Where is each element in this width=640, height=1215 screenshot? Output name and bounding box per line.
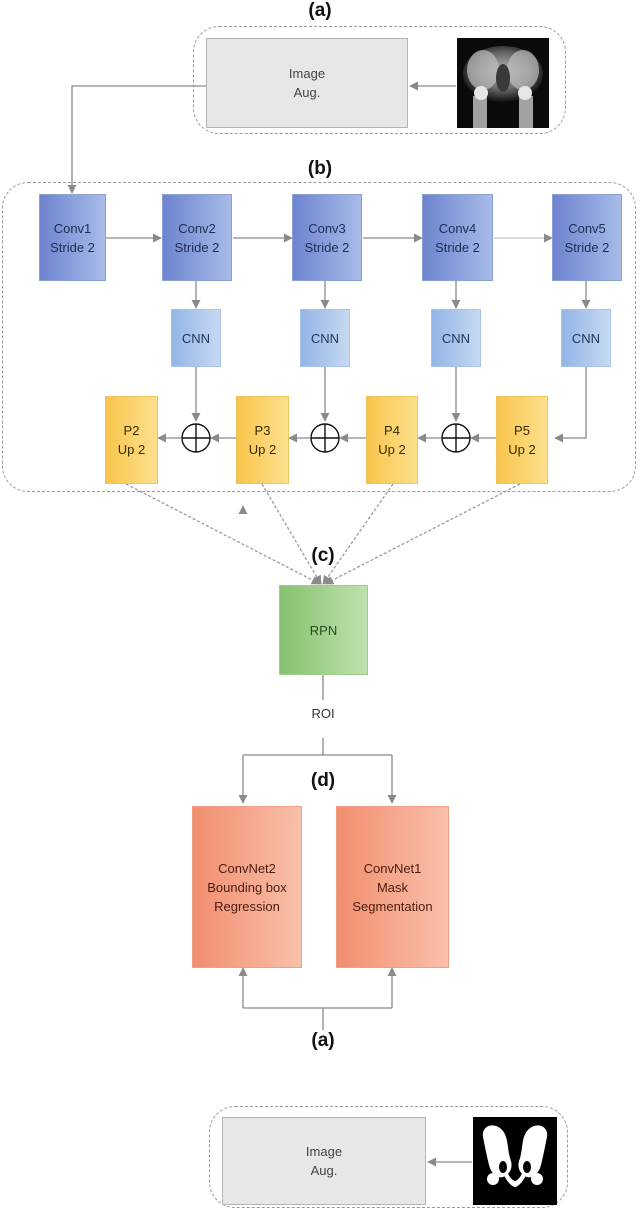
cnn-label: CNN	[441, 330, 471, 346]
cnn-label: CNN	[181, 330, 211, 346]
p4-line2: Up 2	[378, 442, 406, 457]
conv2-line1: Conv2	[178, 220, 216, 236]
conv4-block: Conv4 Stride 2	[422, 194, 493, 281]
convnet2-line3: Regression	[214, 898, 280, 914]
roi-label: ROI	[311, 706, 335, 721]
convnet2-line2: Bounding box	[207, 879, 287, 895]
p2-block: P2 Up 2	[105, 396, 158, 484]
conv5-line1: Conv5	[568, 220, 606, 236]
arrow-p2-to-rpn	[125, 483, 321, 585]
pelvis-xray-image	[457, 38, 549, 128]
pelvis-mask-image	[473, 1117, 557, 1205]
section-label-a-top: (a)	[308, 0, 332, 21]
p3-line2: Up 2	[248, 442, 277, 457]
cnn-label: CNN	[571, 330, 601, 346]
conv2-line2: Stride 2	[174, 239, 220, 255]
feature-pyramid-group	[2, 182, 636, 492]
conv3-line1: Conv3	[308, 220, 346, 236]
section-label-b: (b)	[307, 158, 333, 179]
aug-bottom-line2: Aug.	[310, 1163, 338, 1178]
cnn-block-2: CNN	[171, 309, 221, 367]
augmentation-group-bottom	[209, 1106, 568, 1208]
arrow-aug-to-conv1	[67, 85, 206, 194]
p5-block: P5 Up 2	[496, 396, 548, 484]
convnet1-line2: Mask	[376, 879, 409, 895]
cnn-block-3: CNN	[300, 309, 350, 367]
xray-icon	[457, 38, 549, 128]
p4-line1: P4	[384, 423, 400, 438]
rpn-block: RPN	[279, 585, 368, 675]
arrow-p5-to-rpn	[324, 483, 521, 585]
convnet1-line1: ConvNet1	[363, 860, 422, 876]
convnet2-block: ConvNet2 Bounding box Regression	[192, 806, 302, 968]
aug-line1: Image	[288, 66, 326, 81]
section-label-a-bottom: (a)	[311, 1030, 335, 1051]
line-roi-split	[243, 738, 392, 756]
conv4-line1: Conv4	[438, 220, 477, 236]
p5-line2: Up 2	[508, 442, 536, 457]
p3-line1: P3	[254, 423, 271, 438]
conv3-line2: Stride 2	[304, 239, 350, 255]
aug-bottom-line1: Image	[305, 1144, 343, 1159]
p2-line2: Up 2	[117, 442, 146, 457]
image-augmentation-top: Image Aug.	[206, 38, 408, 128]
image-augmentation-bottom: Image Aug.	[222, 1117, 426, 1205]
conv3-block: Conv3 Stride 2	[292, 194, 362, 281]
conv1-line1: Conv1	[53, 220, 92, 236]
section-label-d: (d)	[310, 770, 336, 791]
conv4-line2: Stride 2	[435, 239, 480, 255]
arrow-cnn5-to-p5	[554, 367, 587, 443]
conv2-block: Conv2 Stride 2	[162, 194, 232, 281]
cnn-label: CNN	[310, 330, 340, 346]
p3-block: P3 Up 2	[236, 396, 289, 484]
section-label-c: (c)	[311, 545, 335, 566]
convnet1-block: ConvNet1 Mask Segmentation	[336, 806, 449, 968]
sum-node-1	[181, 423, 211, 453]
augmentation-group-top	[193, 26, 566, 134]
conv1-block: Conv1 Stride 2	[39, 194, 106, 281]
p4-block: P4 Up 2	[366, 396, 418, 484]
p5-line1: P5	[514, 423, 530, 438]
pelvis-mask-icon	[473, 1117, 557, 1205]
arrow-p3-to-rpn	[261, 483, 322, 585]
conv5-line2: Stride 2	[564, 239, 610, 255]
arrow-p4-to-rpn	[322, 483, 394, 585]
sum-node-3	[441, 423, 471, 453]
convnet2-line1: ConvNet2	[218, 860, 276, 876]
conv5-block: Conv5 Stride 2	[552, 194, 622, 281]
p2-line1: P2	[123, 423, 140, 438]
cnn-block-4: CNN	[431, 309, 481, 367]
aug-line2: Aug.	[293, 85, 321, 100]
conv1-line2: Stride 2	[50, 239, 95, 255]
convnet1-line3: Segmentation	[352, 898, 433, 914]
cnn-block-5: CNN	[561, 309, 611, 367]
sum-node-2	[310, 423, 340, 453]
rpn-label: RPN	[309, 622, 338, 638]
